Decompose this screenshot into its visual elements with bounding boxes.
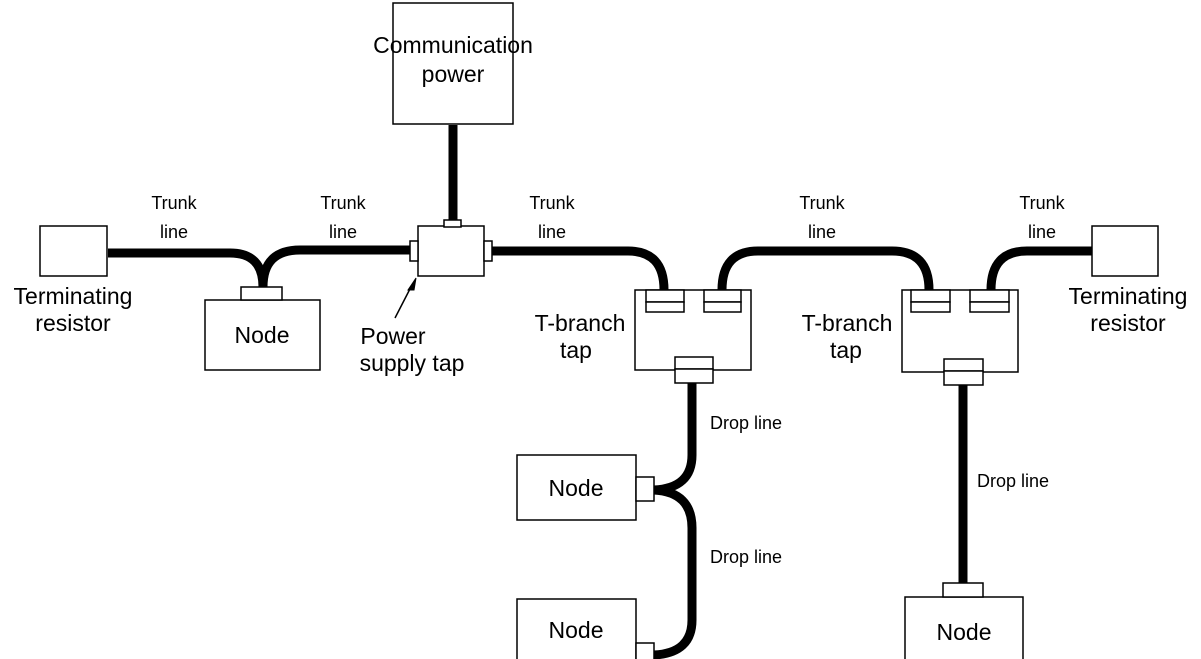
trunk-line-1-label-line1: Trunk (151, 193, 197, 213)
t-branch-2-label-line1: T-branch (802, 310, 893, 336)
power-supply-tap-label-line2: supply tap (360, 350, 465, 376)
t-branch-1-connector-bottom-lower (674, 368, 714, 384)
t-branch-1-connector-left-lower (645, 301, 685, 313)
trunk-line-2-label-line1: Trunk (320, 193, 366, 213)
trunk-line-5-label-line1: Trunk (1019, 193, 1065, 213)
terminating-resistor-right-label-line1: Terminating (1069, 283, 1188, 309)
trunk-line-3-label-line2: line (538, 222, 566, 242)
node-box-3 (516, 598, 637, 659)
terminating-resistor-left (39, 225, 108, 277)
t-branch-2-connector-bottom-lower (943, 370, 984, 386)
node-1-label: Node (235, 322, 290, 348)
t-branch-2-label-line2: tap (830, 337, 862, 363)
trunk-line-4-label-line2: line (808, 222, 836, 242)
trunk-line-3-label-line1: Trunk (529, 193, 575, 213)
drop-cable-2 (653, 485, 697, 659)
drop-line-3-label: Drop line (977, 471, 1049, 491)
trunk-cable-1 (108, 248, 268, 288)
trunk-cable-3 (492, 246, 669, 291)
drop-line-1-label: Drop line (710, 413, 782, 433)
t-branch-1-connector-left (645, 289, 685, 303)
node-1-connector (240, 286, 283, 301)
trunk-line-1-label-line2: line (160, 222, 188, 242)
t-branch-2-connector-right (969, 289, 1010, 303)
communication-power-label-line1: Communication (373, 32, 533, 58)
power-tap-connector-left (409, 240, 419, 262)
terminating-resistor-right-label-line2: resistor (1090, 310, 1166, 336)
t-branch-2-connector-right-lower (969, 301, 1010, 313)
t-branch-1-connector-bottom (674, 356, 714, 370)
power-tap-connector-top (443, 219, 462, 228)
trunk-cable-4 (717, 246, 934, 291)
t-branch-1-label-line2: tap (560, 337, 592, 363)
t-branch-2-connector-left (910, 289, 951, 303)
drop-line-2-label: Drop line (710, 547, 782, 567)
cables (108, 125, 1092, 659)
node-2-label: Node (549, 475, 604, 501)
t-branch-1-connector-right-lower (703, 301, 742, 313)
node-box-4 (904, 596, 1024, 659)
trunk-line-5-label-line2: line (1028, 222, 1056, 242)
power-tap-connector-right (483, 240, 493, 262)
terminating-resistor-left-label-line2: resistor (35, 310, 111, 336)
t-branch-2-connector-bottom (943, 358, 984, 372)
communication-power-label-line2: power (422, 61, 485, 87)
node-4-connector (942, 582, 984, 598)
t-branch-2-connector-left-lower (910, 301, 951, 313)
node-2-connector (635, 476, 655, 502)
trunk-cable-2 (258, 245, 410, 288)
node-4-label: Node (937, 619, 992, 645)
drop-cable-1 (653, 383, 697, 495)
node-box-2 (516, 454, 637, 521)
labels: Communication power Terminating resistor… (14, 32, 1188, 645)
trunk-line-2-label-line2: line (329, 222, 357, 242)
communication-power-box (392, 2, 514, 125)
terminating-resistor-left-label-line1: Terminating (14, 283, 133, 309)
t-branch-1-connector-right (703, 289, 742, 303)
power-supply-tap-box (417, 225, 485, 277)
node-3-label: Node (549, 617, 604, 643)
t-branch-1-label-line1: T-branch (535, 310, 626, 336)
power-supply-tap-label-line1: Power (360, 323, 426, 349)
trunk-line-4-label-line1: Trunk (799, 193, 845, 213)
power-tap-pointer-arrow (394, 277, 417, 319)
trunk-cable-5 (986, 246, 1092, 291)
node-3-connector (635, 642, 655, 659)
terminating-resistor-right (1091, 225, 1159, 277)
